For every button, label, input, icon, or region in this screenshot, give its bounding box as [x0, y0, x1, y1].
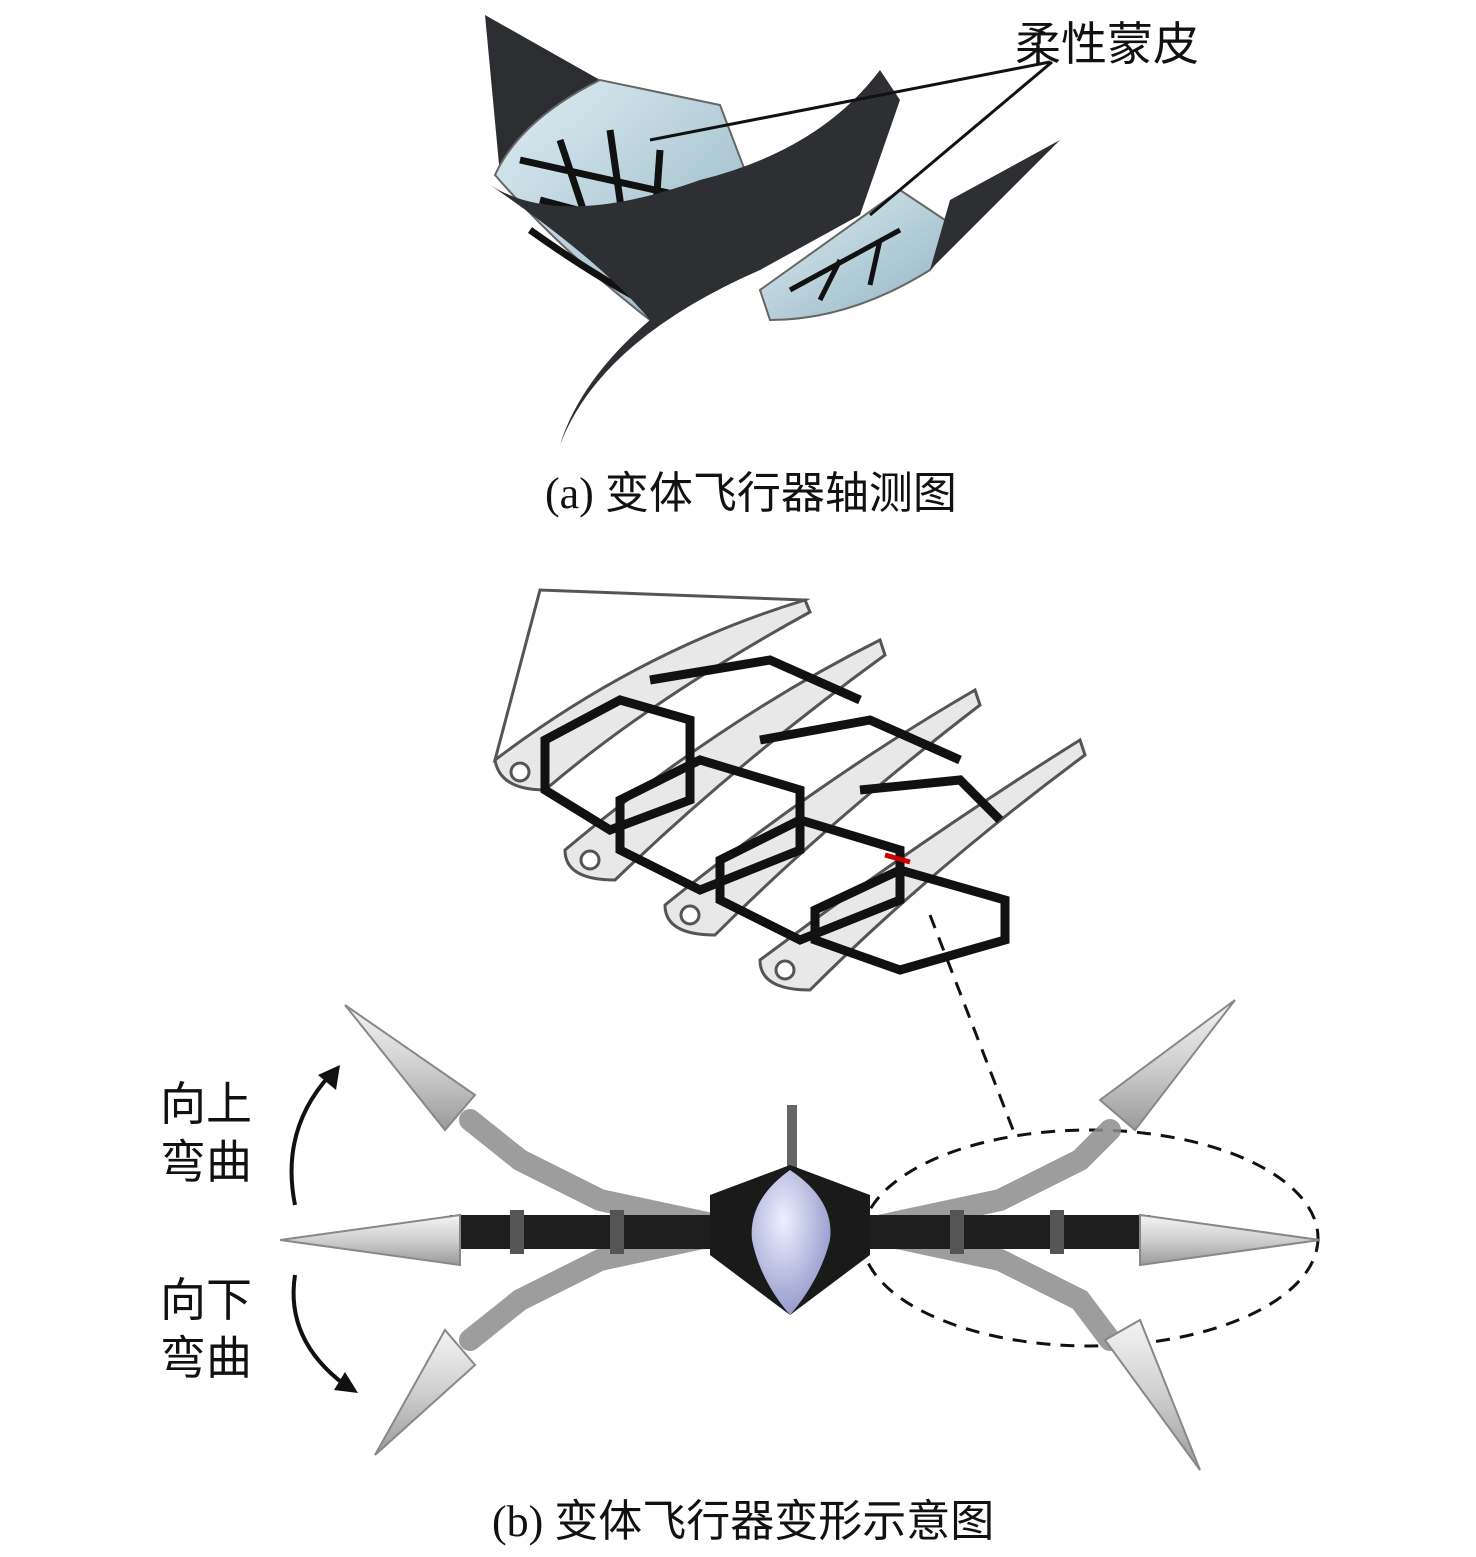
- bend-down-label-line1: 向下: [160, 1275, 252, 1326]
- bend-down-label-line2: 弯曲: [160, 1333, 252, 1384]
- left-wing-tip: [485, 15, 600, 175]
- bend-up-label-line1: 向上: [160, 1079, 252, 1130]
- fuselage-wing: [490, 70, 900, 445]
- bend-up-label-line2: 弯曲: [160, 1137, 252, 1188]
- caption-a: (a) 变体飞行器轴测图: [545, 469, 957, 518]
- caption-b: (b) 变体飞行器变形示意图: [492, 1497, 995, 1546]
- dashed-highlight-ellipse: [860, 1128, 1320, 1348]
- dashed-connector: [928, 914, 1017, 1136]
- morphing-front-view: [279, 999, 1321, 1471]
- aircraft-isometric-view: [485, 15, 1060, 445]
- bend-down-arrow-icon: [291, 1274, 358, 1393]
- nose-cone: [751, 1170, 831, 1315]
- bend-up-arrow-icon: [289, 1065, 340, 1206]
- callout-line: [649, 60, 1051, 142]
- callout-line: [869, 60, 1053, 217]
- flexible-skin-label: 柔性蒙皮: [1015, 19, 1199, 70]
- right-wing-tip: [930, 140, 1060, 270]
- exploded-wing-frame: [492, 588, 1087, 992]
